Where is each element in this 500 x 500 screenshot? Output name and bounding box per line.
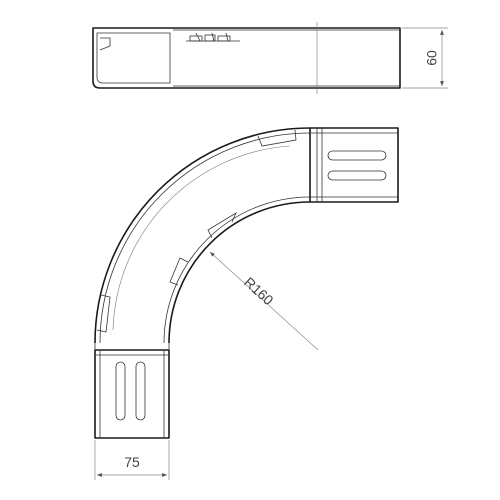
side-view-coupler <box>99 37 111 51</box>
slot <box>327 170 387 181</box>
end-section-bottom <box>94 343 170 439</box>
slot <box>115 361 126 421</box>
bend-inner-edge <box>168 201 311 344</box>
end-section-right <box>309 127 399 203</box>
bend-plan-view: R160 75 <box>94 127 399 480</box>
side-view-clips <box>186 32 240 42</box>
side-view: 60 <box>92 22 448 94</box>
height-label: 60 <box>424 50 440 66</box>
slot <box>135 361 146 421</box>
bend-outer-edge <box>94 127 311 344</box>
radius-dimension: R160 <box>209 251 319 351</box>
height-dimension: 60 <box>402 27 448 89</box>
width-label: 75 <box>124 454 140 470</box>
side-view-inner-wall <box>96 32 171 84</box>
inner-arc-notches <box>169 211 237 286</box>
slot <box>327 150 387 161</box>
width-dimension: 75 <box>94 440 170 480</box>
outer-arc-tabs <box>96 129 297 333</box>
side-view-outline <box>92 27 401 89</box>
radius-label: R160 <box>241 274 277 308</box>
